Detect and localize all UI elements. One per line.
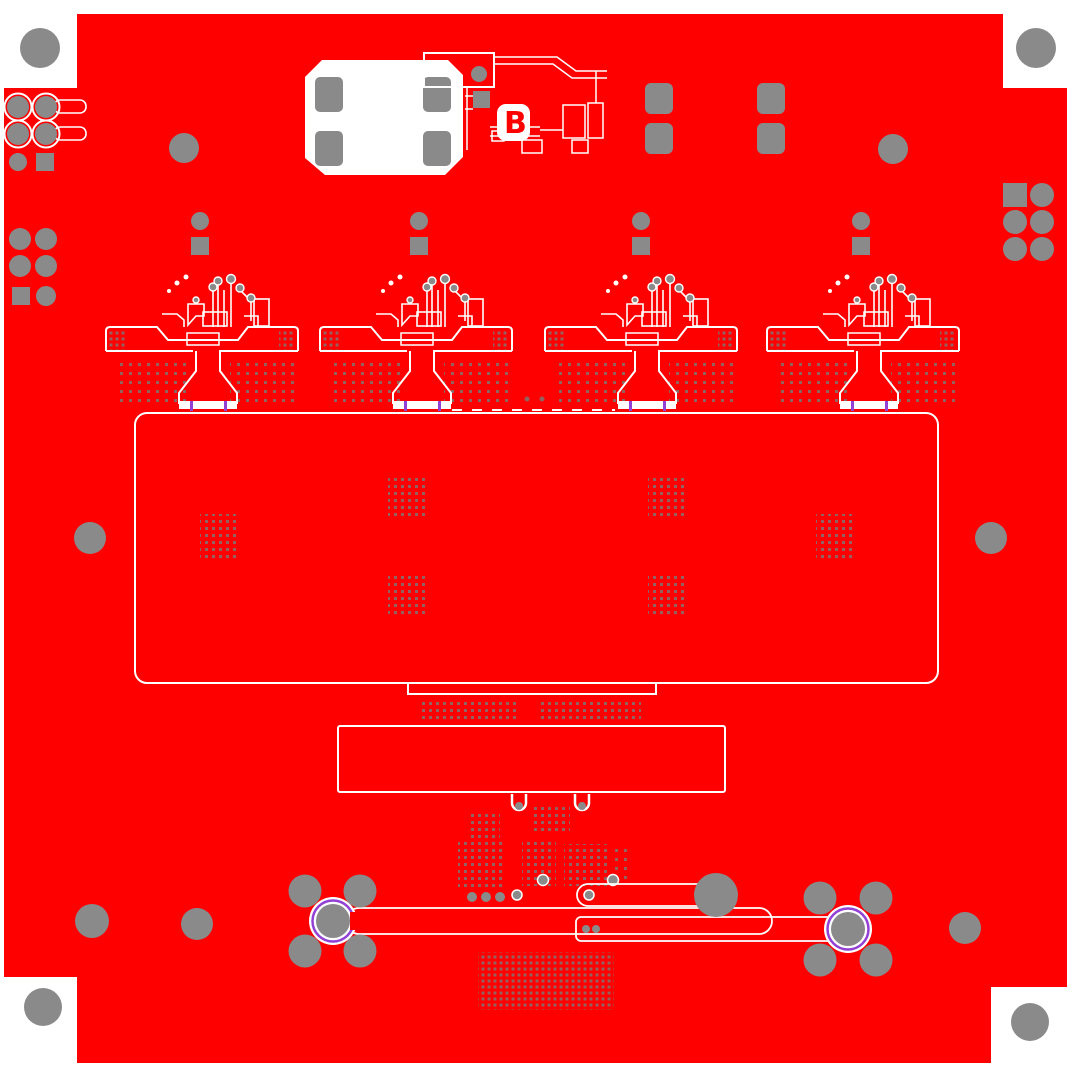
power-terminal-right <box>803 881 893 977</box>
mounting-hole-bottom-right <box>1011 1003 1049 1041</box>
bus-bar-outline <box>337 725 726 793</box>
mounting-hole-top-right <box>1016 28 1056 68</box>
bottom-via-clusters <box>458 806 632 1010</box>
power-module-footprint <box>134 409 939 722</box>
output-lug-hole <box>694 873 738 917</box>
left-edge-pad-group <box>3 92 87 306</box>
sense-pads <box>510 794 591 812</box>
standoff-hole-right <box>975 522 1007 554</box>
bottom-hole-right <box>949 912 981 944</box>
driver-test-point-row <box>191 212 870 255</box>
power-terminal-left <box>288 874 377 968</box>
right-edge-pad-group <box>1003 183 1054 261</box>
bottom-hole-left <box>181 908 213 940</box>
fiducial-dot <box>524 396 530 402</box>
mounting-hole-top-left <box>20 28 60 68</box>
board-outline <box>4 14 1067 1063</box>
polarity-marking-label: B <box>504 106 527 141</box>
top-pad-row <box>169 83 908 164</box>
mounting-hole-bottom-left <box>24 988 62 1026</box>
bottom-test-vias <box>467 873 620 902</box>
input-connector-footprint <box>305 60 463 175</box>
fiducial-dot <box>539 396 545 402</box>
bottom-hole-far-left <box>75 904 109 938</box>
input-filter-traces: B <box>423 52 607 154</box>
standoff-hole-left <box>74 522 106 554</box>
